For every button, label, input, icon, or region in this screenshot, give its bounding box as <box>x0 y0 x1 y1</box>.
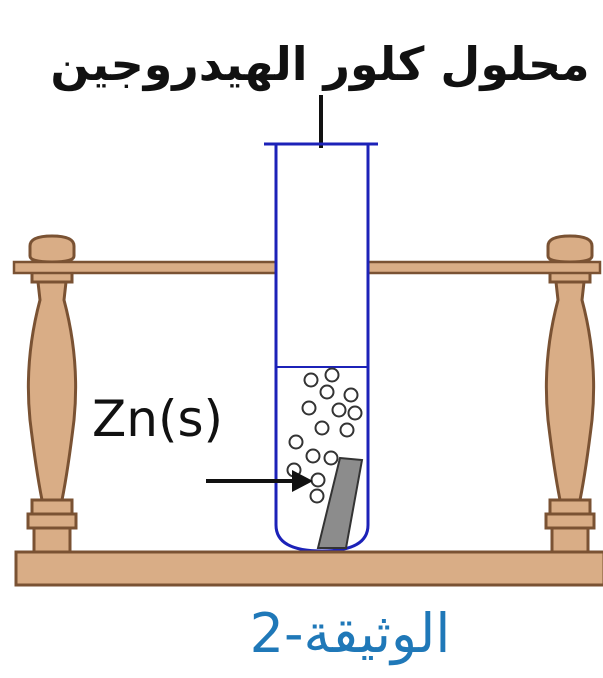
document-caption: الوثيقة-2 <box>250 602 451 665</box>
zinc-label: Zn(s) <box>92 390 223 448</box>
gas-bubbles <box>286 367 363 504</box>
hydrogen-chloride-solution-label: محلول كلور الهيدروجين <box>50 37 589 91</box>
left-stand-post <box>26 234 78 554</box>
zinc-strip <box>316 456 364 549</box>
stand-base <box>14 550 603 587</box>
right-stand-post <box>544 234 596 554</box>
zinc-arrow <box>206 470 313 492</box>
